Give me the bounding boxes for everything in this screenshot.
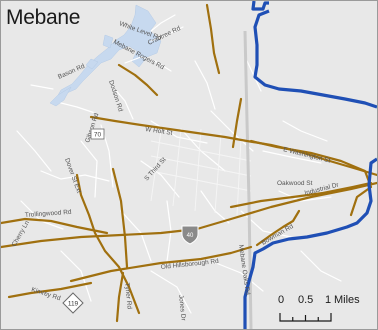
road-industrial [229, 181, 373, 209]
road-n-fifth [231, 97, 243, 149]
road-gibson [75, 173, 141, 315]
city-boundary [243, 1, 377, 329]
nc-route-shield-icon: 119 [62, 292, 84, 314]
road-tyner [115, 271, 125, 323]
label-trollingwood-rd: Trollingwood Rd [25, 209, 72, 219]
road-white-level [205, 3, 221, 75]
road-bowman [255, 209, 301, 247]
scale-label-zero: 0 [278, 294, 285, 306]
scale-label-half: 0.5 [298, 294, 314, 306]
scale-unit: Miles [334, 294, 360, 306]
scale-bar: 0 0.5 1 Miles [271, 294, 375, 328]
label-w-holt-st: W Holt St [145, 126, 173, 137]
town-core-streets [150, 128, 252, 216]
road-dover [111, 167, 129, 269]
road-e-washington [249, 139, 373, 217]
road-old-hillsborough [69, 245, 253, 283]
label-jones-dr: Jones Dr [177, 294, 187, 321]
railway-line [243, 30, 253, 329]
interstate-shield-label: 40 [187, 233, 194, 239]
label-tyner-rd: Tyner Rd [123, 282, 133, 309]
scale-ticks [279, 313, 332, 322]
road-kimrey [7, 281, 93, 299]
map-title: Mebane [6, 6, 81, 29]
road-trollingwood [1, 217, 109, 235]
road-mebane-rogers [117, 63, 159, 97]
nc-route-shield-label: 119 [68, 301, 79, 308]
us-route-shield-icon: 70 [90, 128, 105, 140]
label-oakwood-st: Oakwood St [277, 180, 313, 187]
road-w-holt [89, 115, 377, 177]
interstate-shield-icon: 40 [181, 225, 199, 245]
us-route-shield-label: 70 [94, 132, 102, 139]
scale-label-one: 1 [325, 294, 332, 306]
reservoir-water [49, 4, 162, 107]
